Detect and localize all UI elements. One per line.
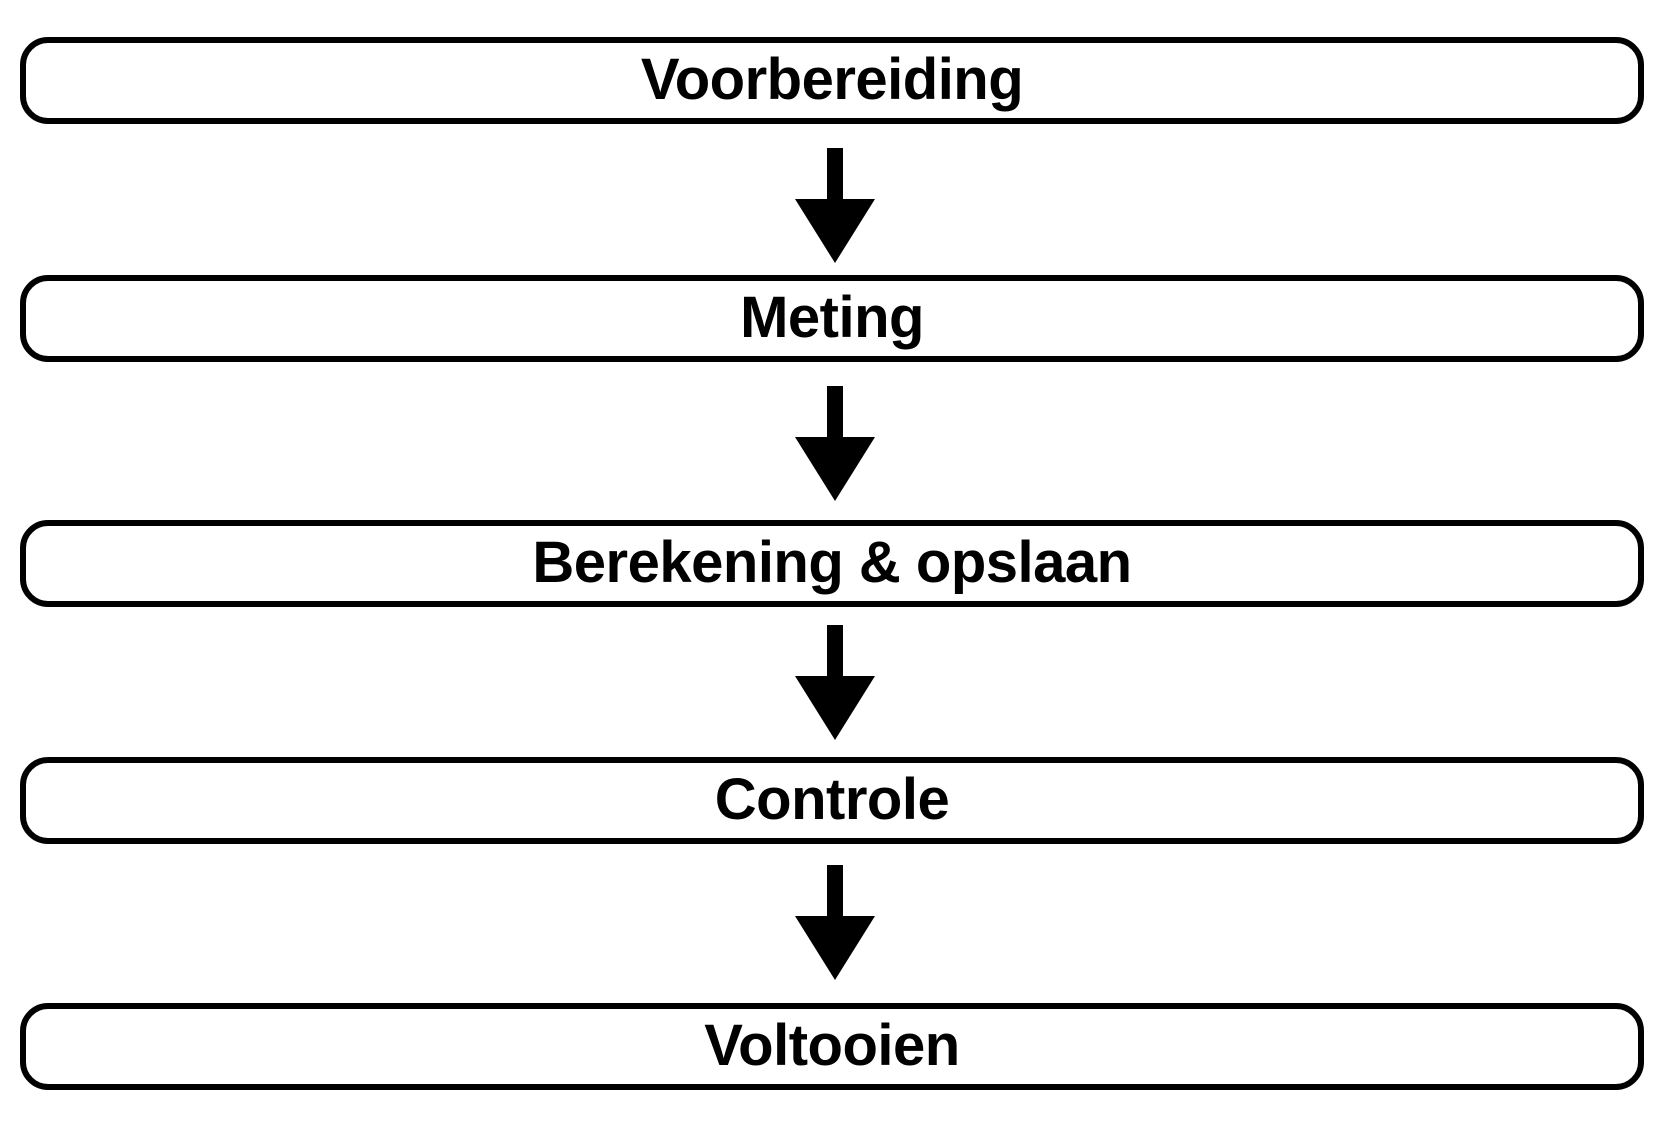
arrow-stem: [827, 625, 843, 676]
step-box-voltooien: Voltooien: [20, 1003, 1644, 1090]
down-arrow-icon: [795, 148, 875, 263]
step-label-berekening-opslaan: Berekening & opslaan: [532, 529, 1132, 595]
arrow-stem: [827, 148, 843, 199]
arrow-head: [795, 676, 875, 740]
step-box-meting: Meting: [20, 275, 1644, 362]
step-box-voorbereiding: Voorbereiding: [20, 37, 1644, 124]
down-arrow-icon: [795, 865, 875, 980]
arrow-stem: [827, 865, 843, 916]
step-label-voorbereiding: Voorbereiding: [640, 46, 1024, 112]
step-label-voltooien: Voltooien: [704, 1012, 960, 1078]
arrow-head: [795, 437, 875, 501]
arrow-head: [795, 916, 875, 980]
step-box-berekening-opslaan: Berekening & opslaan: [20, 520, 1644, 607]
arrow-stem: [827, 386, 843, 437]
down-arrow-icon: [795, 625, 875, 740]
step-label-controle: Controle: [714, 766, 950, 832]
step-box-controle: Controle: [20, 757, 1644, 844]
arrow-head: [795, 199, 875, 263]
step-label-meting: Meting: [740, 284, 924, 350]
down-arrow-icon: [795, 386, 875, 501]
